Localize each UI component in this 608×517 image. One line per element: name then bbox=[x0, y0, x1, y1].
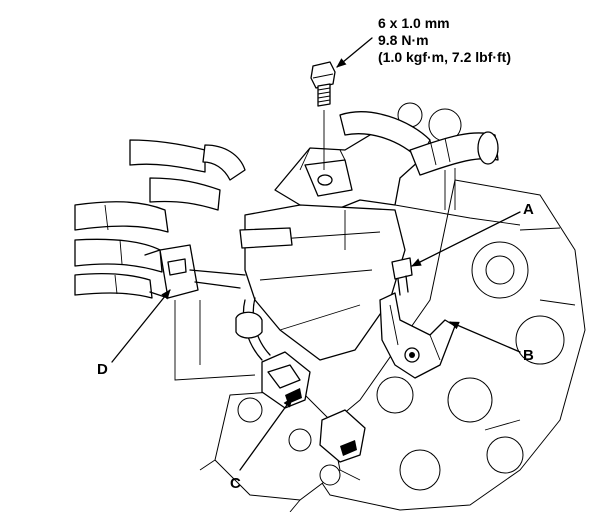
leader-a bbox=[411, 211, 521, 267]
leader-c bbox=[239, 397, 293, 471]
bolt-torque-text: 9.8 N·m bbox=[378, 32, 429, 48]
hoses-left bbox=[74, 139, 246, 299]
wire-harness bbox=[189, 269, 271, 361]
callout-label-b: B bbox=[523, 347, 534, 364]
leader-d bbox=[111, 289, 171, 363]
lower-connector bbox=[319, 409, 366, 463]
callout-label-c: C bbox=[230, 475, 241, 492]
bolt-leader-line bbox=[336, 37, 373, 68]
callout-label-a: A bbox=[523, 201, 534, 218]
callout-label-d: D bbox=[97, 361, 108, 378]
frame-lines bbox=[174, 204, 521, 381]
bolt-size-text: 6 x 1.0 mm bbox=[378, 15, 450, 31]
connector-c bbox=[261, 351, 311, 409]
harness-clamp-d bbox=[144, 244, 199, 299]
central-module bbox=[239, 204, 406, 361]
bolt-icon bbox=[310, 61, 336, 107]
connector-a bbox=[391, 257, 413, 296]
leader-b bbox=[449, 321, 521, 353]
bolt-torque-alt-text: (1.0 kgf·m, 7.2 lbf·ft) bbox=[378, 49, 511, 65]
hose-upper-right bbox=[339, 111, 499, 210]
